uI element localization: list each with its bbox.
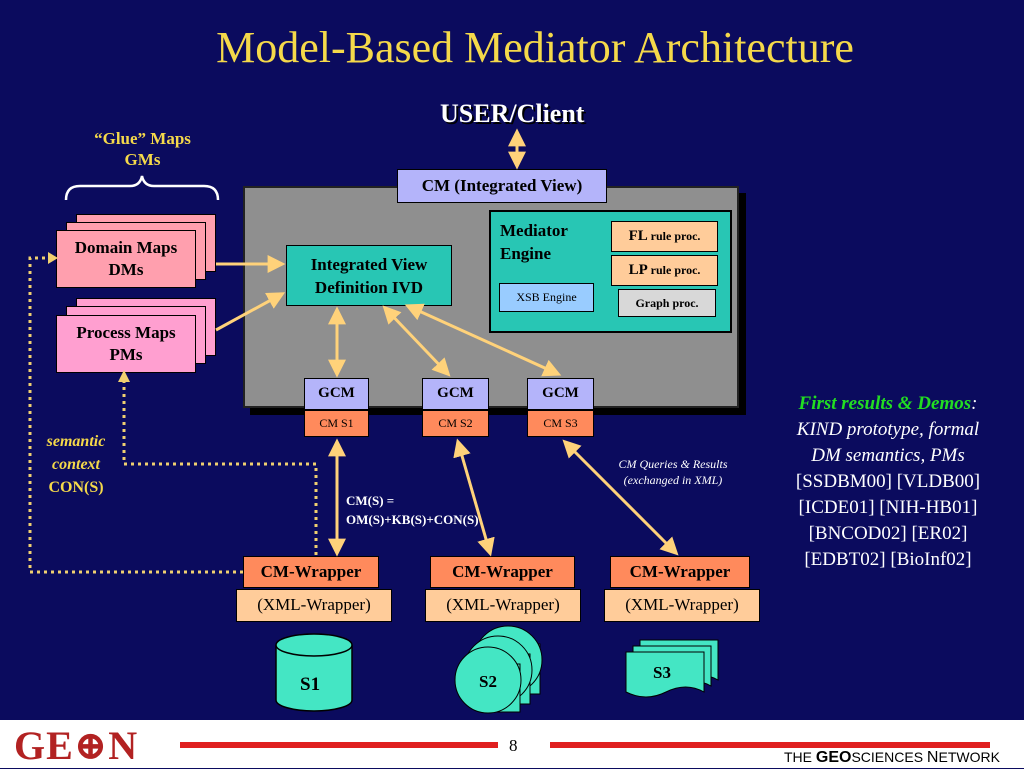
cm-wrapper-2: CM-Wrapper bbox=[430, 556, 575, 588]
tagline-n: N bbox=[926, 749, 939, 766]
fl-rule-proc-box: FL rule proc. bbox=[611, 221, 718, 252]
tagline-geo: GEO bbox=[815, 749, 852, 766]
semantic-line3: CON(S) bbox=[48, 479, 104, 496]
results-line-2: [ICDE01] [NIH-HB01] bbox=[798, 497, 978, 518]
dotted-arrowhead-dm bbox=[48, 252, 58, 264]
graph-proc-box: Graph proc. bbox=[618, 289, 716, 317]
cm-equation: CM(S) = OM(S)+KB(S)+CON(S) bbox=[346, 491, 479, 529]
cm-integrated-view-box: CM (Integrated View) bbox=[397, 169, 607, 203]
results-text: First results & Demos: KIND prototype, f… bbox=[760, 391, 1016, 573]
gcm-box-3: GCM bbox=[527, 378, 594, 410]
integrated-view-definition-box: Integrated View Definition IVD bbox=[286, 245, 452, 306]
gcm-box-2: GCM bbox=[422, 378, 489, 410]
tagline-etwork: ETWORK bbox=[938, 749, 1000, 765]
cm-wrapper-3: CM-Wrapper bbox=[610, 556, 750, 588]
ivd-line1: Integrated View bbox=[310, 255, 428, 274]
arrow-ivd-gcm2 bbox=[382, 305, 451, 377]
cm-s2-box: CM S2 bbox=[422, 410, 489, 437]
dotted-wrapper-to-dm bbox=[28, 256, 243, 574]
arrow-pm-ivd bbox=[215, 292, 286, 332]
source-s3-documents bbox=[625, 639, 719, 698]
page-number: 8 bbox=[509, 736, 518, 755]
footer-rule-right bbox=[550, 742, 990, 748]
cm-eq-line2: OM(S)+KB(S)+CON(S) bbox=[346, 512, 479, 527]
cm-eq-line1: CM(S) = bbox=[346, 493, 395, 508]
cm-s1-box: CM S1 bbox=[304, 410, 369, 437]
fl-small: rule proc. bbox=[650, 229, 701, 243]
results-heading: First results & Demos bbox=[798, 393, 972, 414]
glue-line1: “Glue” Maps bbox=[94, 129, 191, 148]
semantic-context-label: semantic context CON(S) bbox=[28, 430, 124, 499]
xml-wrapper-3: (XML-Wrapper) bbox=[604, 589, 760, 622]
source-s1-label: S1 bbox=[300, 674, 321, 695]
arrow-s3-wrapper bbox=[562, 439, 679, 556]
geosciences-network-tagline: THE GEOSCIENCES NETWORK bbox=[784, 749, 1000, 767]
glue-line2: GMs bbox=[124, 150, 161, 169]
xml-wrapper-1: (XML-Wrapper) bbox=[236, 589, 392, 622]
domain-maps-box: Domain Maps DMs bbox=[56, 230, 196, 288]
source-s2-label: S2 bbox=[479, 672, 497, 691]
lp-small: rule proc. bbox=[650, 263, 701, 277]
tagline-sciences: SCIENCES bbox=[851, 749, 927, 765]
domain-maps-line2: DMs bbox=[108, 260, 144, 279]
source-s2-disks bbox=[454, 625, 543, 714]
geon-logo: GE⊕N bbox=[14, 723, 139, 768]
glue-maps-label: “Glue” Maps GMs bbox=[70, 128, 215, 170]
results-line-4: [EDBT02] [BioInf02] bbox=[804, 549, 972, 570]
results-line-3: [BNCOD02] [ER02] bbox=[808, 523, 968, 544]
arrow-s2-wrapper bbox=[453, 438, 495, 557]
mediator-line1: Mediator bbox=[500, 221, 568, 240]
source-s1-cylinder bbox=[275, 633, 353, 712]
semantic-line2: context bbox=[52, 456, 100, 473]
semantic-line1: semantic bbox=[46, 433, 106, 450]
glue-brace bbox=[64, 175, 220, 201]
source-s3-label: S3 bbox=[653, 663, 671, 682]
dotted-arrowhead-pm bbox=[118, 370, 130, 382]
tagline-the: THE bbox=[784, 749, 816, 765]
results-line-1: [SSDBM00] [VLDB00] bbox=[795, 471, 981, 492]
results-colon: : bbox=[971, 393, 978, 414]
arrow-ivd-gcm3 bbox=[404, 303, 562, 377]
footer-rule-left bbox=[180, 742, 498, 748]
dotted-semantic-to-pm bbox=[122, 378, 318, 555]
fl-main: FL bbox=[628, 228, 647, 244]
results-line-italic-2: DM semantics, PMs bbox=[811, 445, 965, 466]
results-line-italic-1: KIND prototype, formal bbox=[796, 419, 980, 440]
cm-wrapper-1: CM-Wrapper bbox=[243, 556, 379, 588]
domain-maps-line1: Domain Maps bbox=[74, 238, 178, 257]
process-maps-line1: Process Maps bbox=[76, 323, 176, 342]
slide-title: Model-Based Mediator Architecture bbox=[216, 23, 854, 72]
lp-rule-proc-box: LP rule proc. bbox=[611, 255, 718, 286]
ivd-line2: Definition IVD bbox=[314, 278, 424, 297]
mediator-line2: Engine bbox=[500, 244, 552, 263]
cm-s3-box: CM S3 bbox=[527, 410, 594, 437]
xml-wrapper-2: (XML-Wrapper) bbox=[425, 589, 581, 622]
gcm-box-1: GCM bbox=[304, 378, 369, 410]
process-maps-box: Process Maps PMs bbox=[56, 315, 196, 373]
mediator-engine-label: Mediator Engine bbox=[500, 219, 568, 265]
user-client-label: USER/Client bbox=[440, 99, 585, 128]
diagram-connectors bbox=[28, 128, 719, 714]
lp-main: LP bbox=[628, 262, 647, 278]
process-maps-line2: PMs bbox=[109, 345, 143, 364]
